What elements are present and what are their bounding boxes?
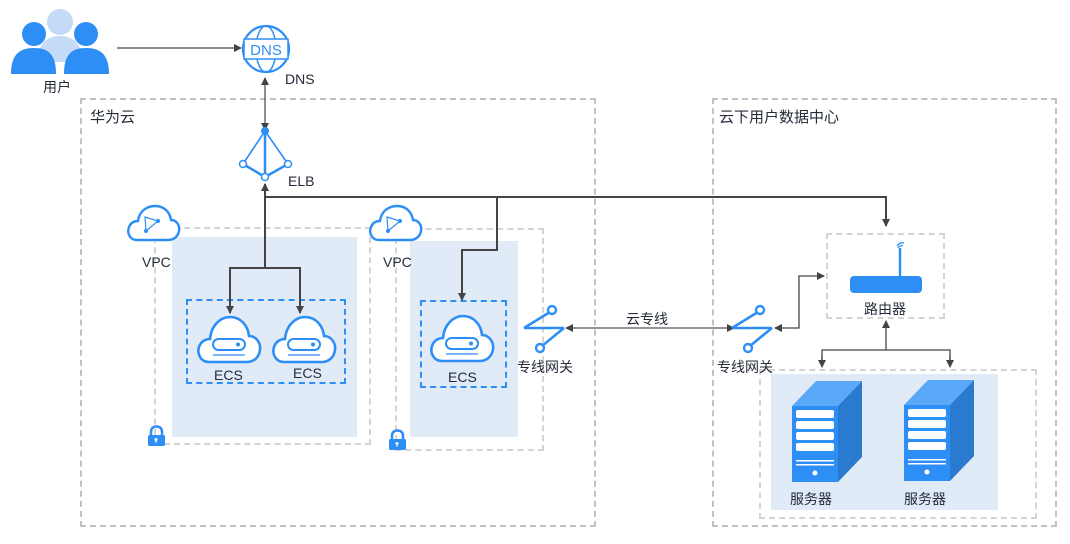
direct-connect-gateway-icon — [523, 304, 565, 354]
direct-connect-label: 云专线 — [626, 311, 668, 327]
vpc1-label: VPC — [142, 254, 171, 270]
server-icon — [792, 381, 862, 482]
dc-gateway-onprem-label: 专线网关 — [717, 359, 773, 375]
users-icon — [11, 9, 109, 74]
ecs3-label: ECS — [448, 369, 477, 385]
ecs-cloud-server-icon — [272, 315, 337, 364]
vpc1-box — [154, 227, 371, 445]
ecs2-label: ECS — [293, 365, 322, 381]
ecs-cloud-server-icon — [197, 315, 262, 364]
server1-label: 服务器 — [790, 491, 832, 507]
ecs-cloud-server-icon — [430, 314, 495, 363]
vpc2-label: VPC — [383, 254, 412, 270]
router-box — [826, 233, 945, 319]
dns-globe-icon: DNS — [241, 24, 291, 74]
elb-label: ELB — [288, 173, 315, 189]
region-huawei-cloud — [80, 98, 596, 527]
router-icon — [850, 242, 922, 293]
region-onprem-datacenter-label: 云下用户数据中心 — [719, 109, 840, 126]
region-huawei-cloud-label: 华为云 — [90, 109, 136, 126]
server-icon — [904, 380, 974, 481]
ecs1-label: ECS — [214, 367, 243, 383]
direct-connect-gateway-icon — [731, 304, 773, 354]
server-group-box — [759, 369, 1037, 519]
vpc-cloud-icon — [369, 204, 423, 242]
lock-icon — [148, 425, 165, 446]
dns-label: DNS — [285, 71, 315, 87]
vpc2-ecs-group — [420, 300, 507, 388]
svg-text:DNS: DNS — [250, 42, 282, 59]
lock-icon — [389, 429, 406, 450]
dc-gateway-cloud-label: 专线网关 — [517, 359, 573, 375]
server2-label: 服务器 — [904, 491, 946, 507]
user-label: 用户 — [43, 79, 71, 95]
region-onprem-datacenter — [712, 98, 1057, 527]
vpc-cloud-icon — [127, 204, 181, 242]
load-balancer-icon — [238, 127, 293, 182]
router-label: 路由器 — [864, 301, 906, 317]
